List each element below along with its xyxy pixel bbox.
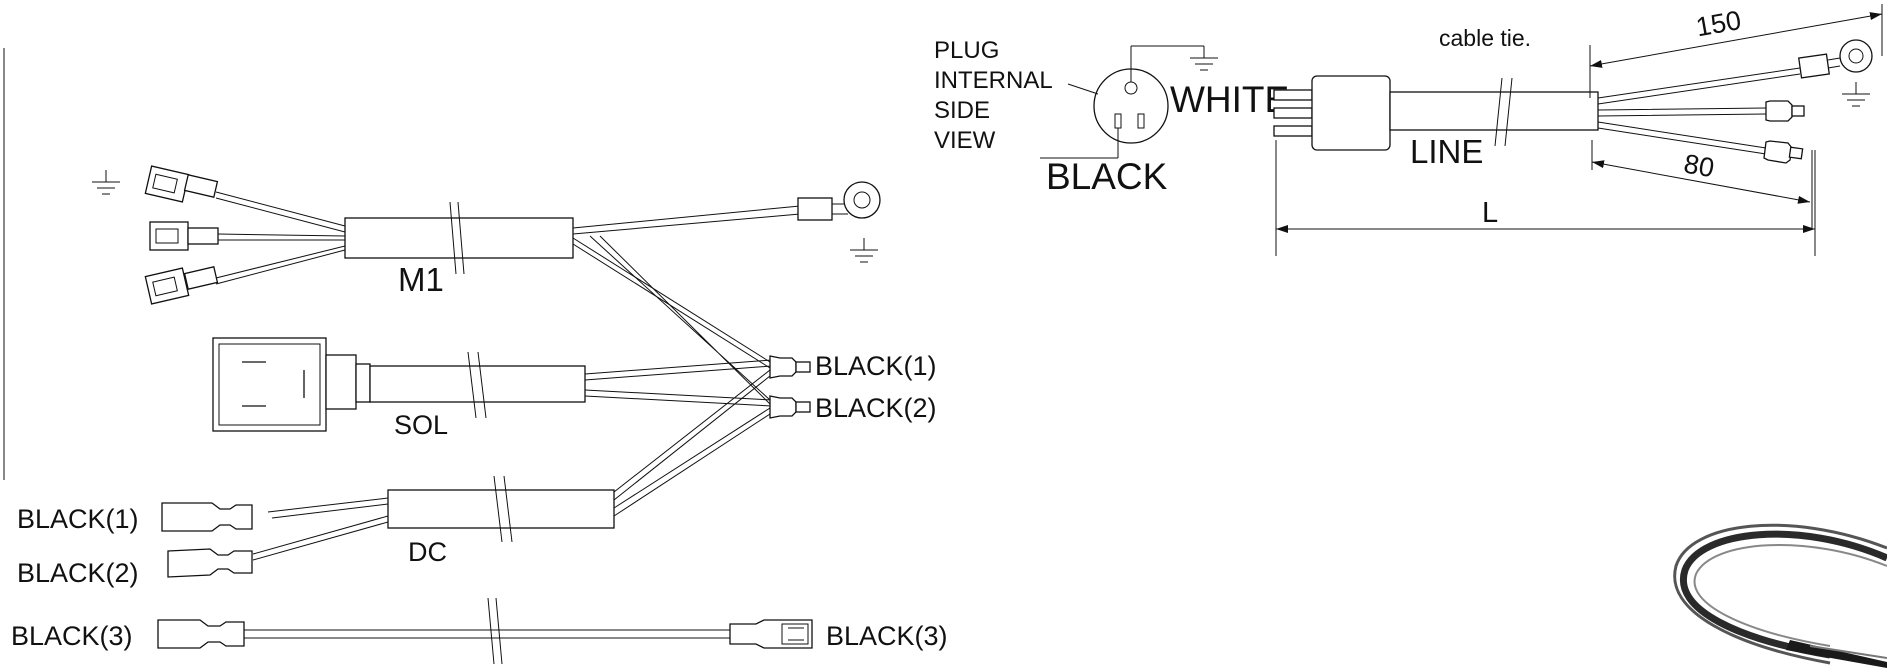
- plug-note: PLUG INTERNAL SIDE VIEW: [934, 37, 1058, 154]
- sol-label: SOL: [394, 410, 448, 440]
- female-spade-terminal-icon: [149, 221, 219, 251]
- ring-terminal-icon: [1798, 39, 1873, 79]
- black-label: BLACK: [1046, 156, 1168, 197]
- break-mark-icon: [449, 201, 465, 275]
- plug-note-line: INTERNAL: [934, 67, 1052, 94]
- dc-harness: DC BLACK(1) BLACK(2): [17, 369, 771, 588]
- black1-terminal: BLACK(1): [769, 351, 937, 381]
- m1-harness: M1: [91, 165, 881, 405]
- pin-terminal-icon: [769, 355, 811, 379]
- ground-symbol-icon: [91, 169, 121, 195]
- cable-photo-icon: [1673, 523, 1887, 668]
- ring-terminal-icon: [797, 181, 881, 221]
- black3-right-label: BLACK(3): [826, 621, 948, 651]
- pin-terminal-icon: [769, 395, 811, 419]
- cable-tie-label: cable tie.: [1439, 25, 1531, 51]
- break-mark-icon: [493, 475, 513, 543]
- break-mark-icon: [467, 351, 487, 419]
- female-spade-terminal-icon: [729, 619, 813, 649]
- line-label: LINE: [1410, 133, 1483, 170]
- ground-symbol-icon: [849, 237, 879, 263]
- dim-150-label: 150: [1694, 5, 1744, 42]
- plug-body: [1273, 75, 1599, 151]
- plug-face-icon: [1040, 45, 1204, 159]
- female-spade-terminal-icon: [161, 502, 253, 532]
- plug-note-line: VIEW: [934, 127, 996, 154]
- m1-label: M1: [398, 261, 444, 298]
- ground-symbol-icon: [1189, 45, 1219, 71]
- black3-wire: BLACK(3) BLACK(3): [11, 597, 948, 665]
- line-cord: PLUG INTERNAL SIDE VIEW WHITE BLACK: [934, 4, 1883, 256]
- dimension-L: L: [1275, 140, 1816, 256]
- female-spade-terminal-icon: [157, 619, 245, 649]
- break-mark-icon: [1494, 77, 1513, 147]
- dim-80-label: 80: [1682, 148, 1717, 183]
- black1-right-label: BLACK(1): [815, 351, 937, 381]
- black1-left-label: BLACK(1): [17, 504, 139, 534]
- plug-note-line: SIDE: [934, 97, 990, 124]
- female-spade-terminal-icon: [167, 548, 253, 578]
- female-spade-terminal-icon: [144, 165, 219, 203]
- black3-left-label: BLACK(3): [11, 621, 133, 651]
- black2-left-label: BLACK(2): [17, 558, 139, 588]
- dimension-80: 80: [1591, 140, 1813, 228]
- female-spade-terminal-icon: [144, 266, 219, 305]
- dim-L-label: L: [1482, 197, 1498, 229]
- plug-note-line: PLUG: [934, 37, 999, 64]
- break-mark-icon: [487, 597, 503, 665]
- pin-terminal-icon: [1765, 100, 1805, 122]
- ground-symbol-icon: [1841, 81, 1871, 107]
- black2-terminal: BLACK(2): [769, 393, 937, 423]
- dc-label: DC: [408, 537, 447, 567]
- pin-terminal-icon: [1763, 140, 1804, 164]
- sol-harness: SOL: [212, 337, 773, 440]
- solenoid-connector-icon: [212, 337, 371, 432]
- white-label: WHITE: [1170, 79, 1289, 120]
- black2-right-label: BLACK(2): [815, 393, 937, 423]
